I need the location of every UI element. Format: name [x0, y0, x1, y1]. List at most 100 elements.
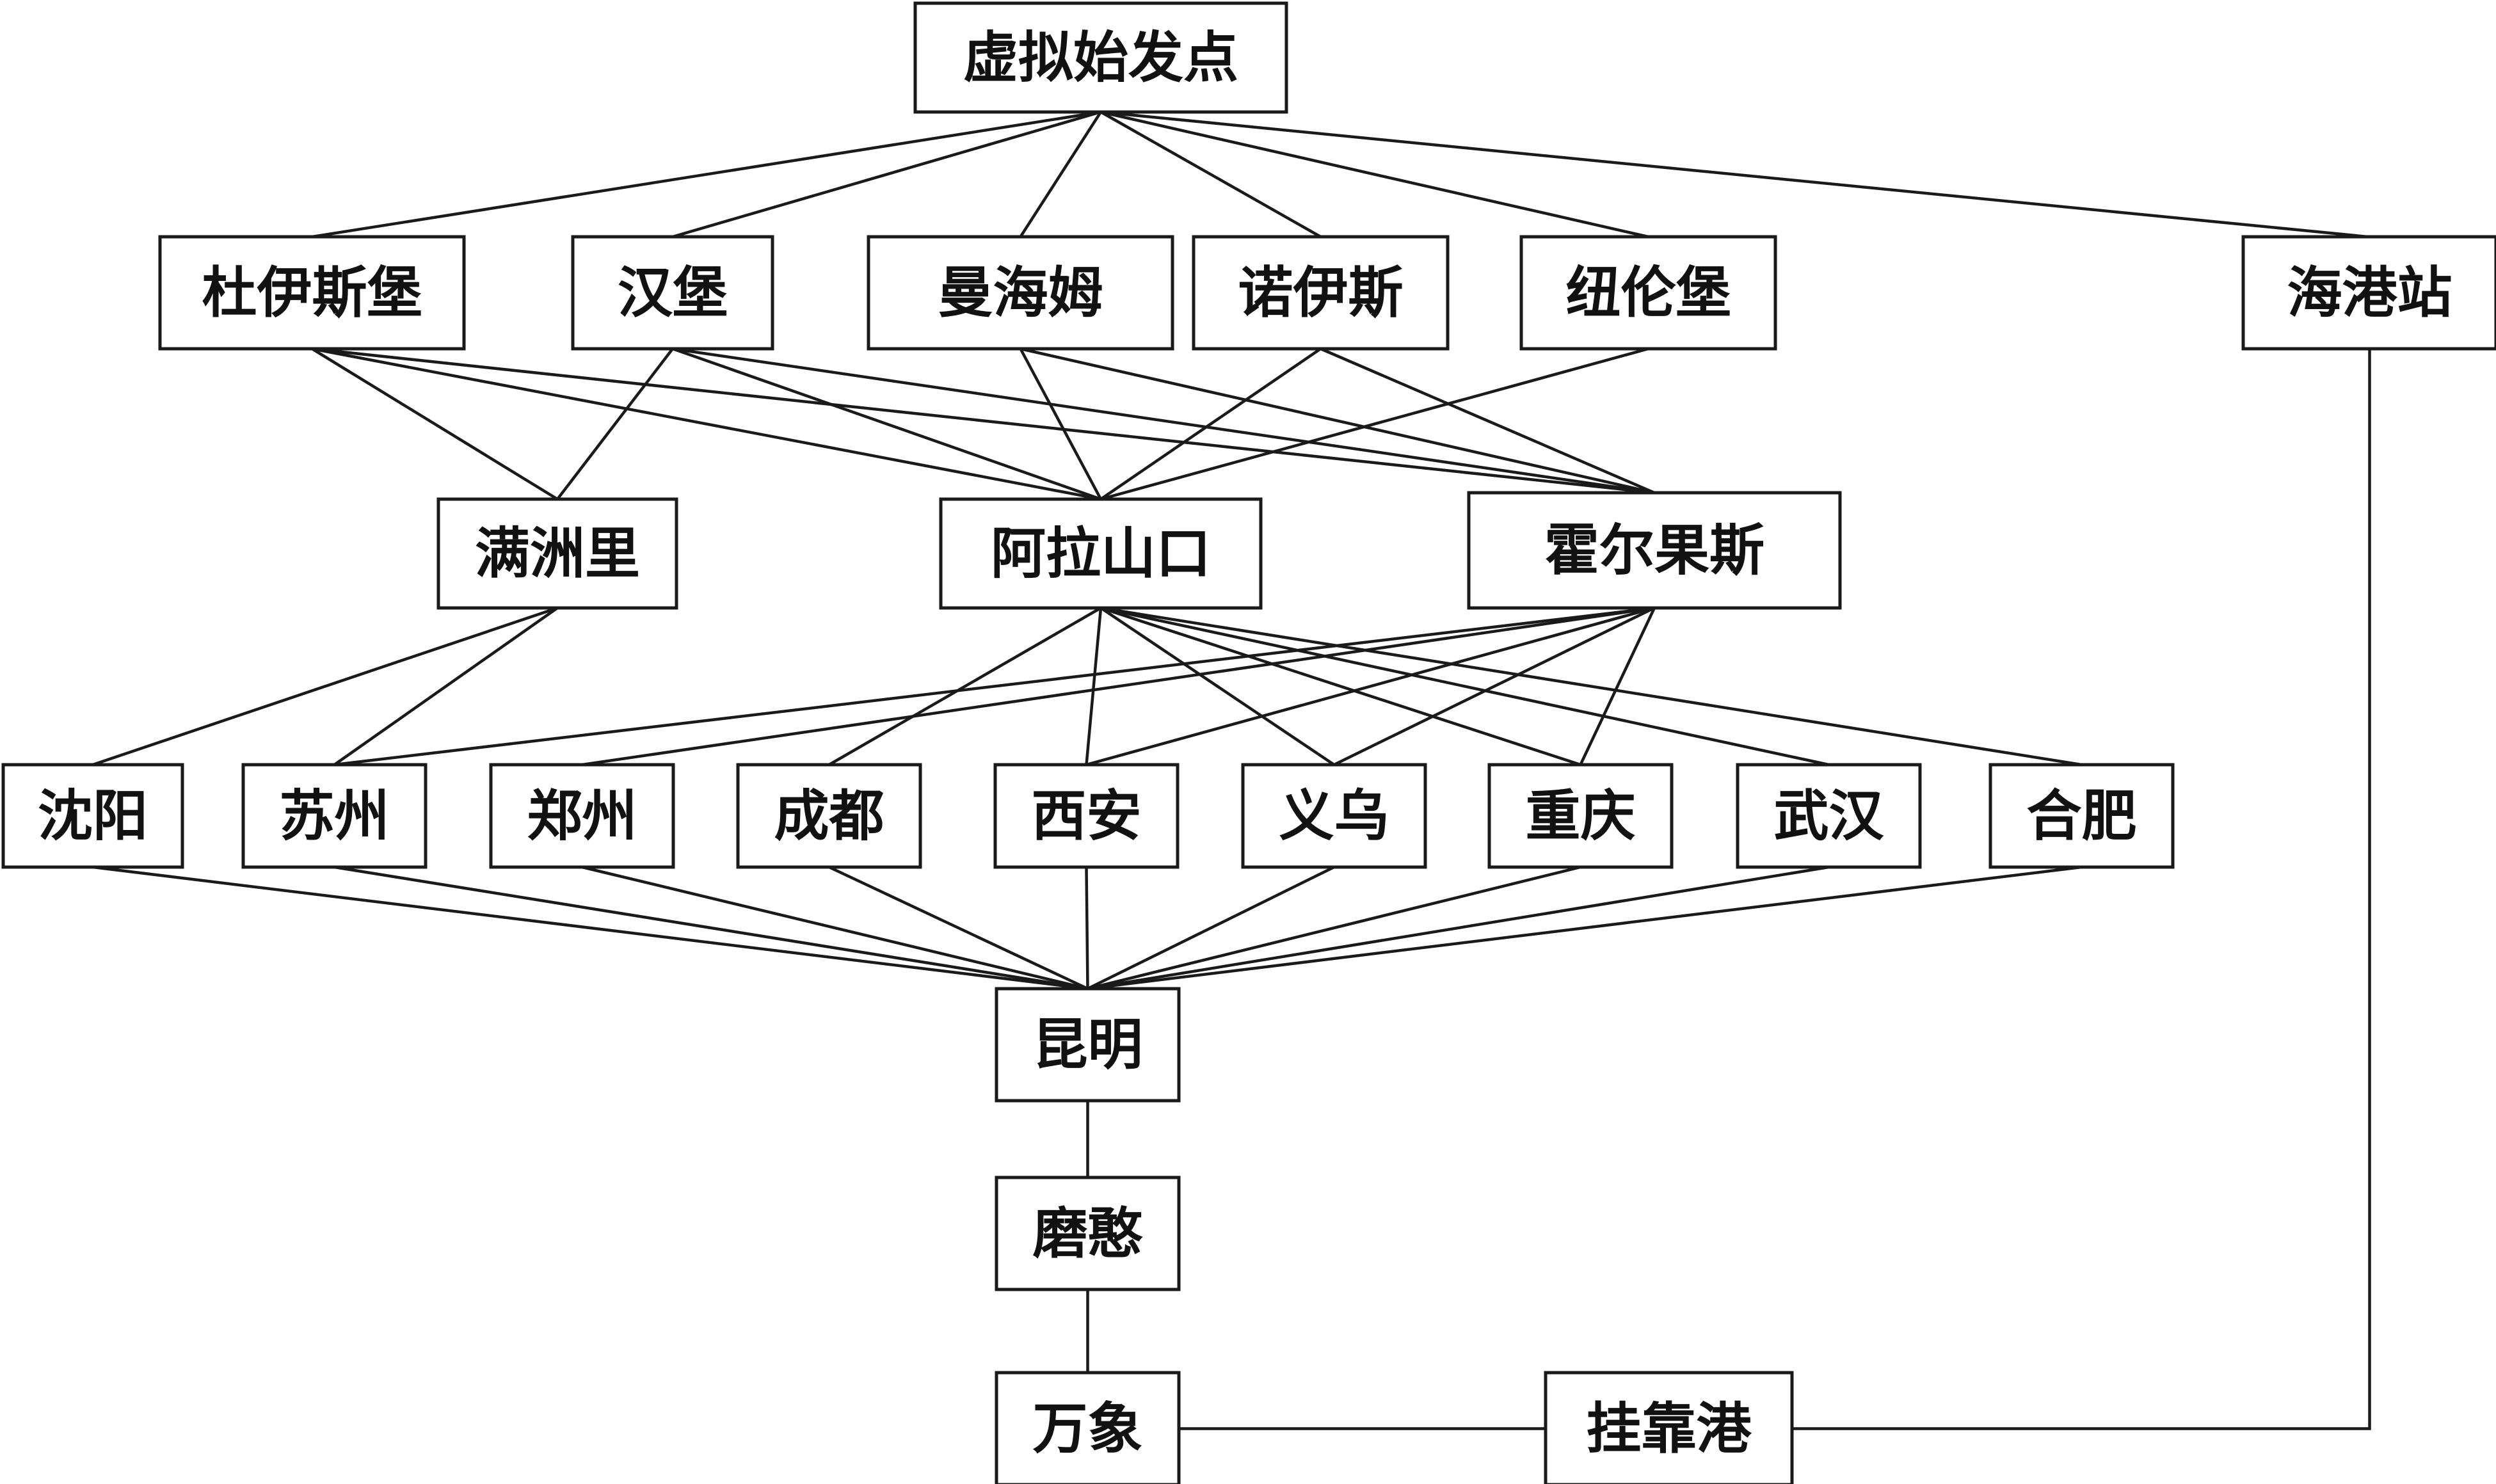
edge-khorgos-chongqing — [1579, 607, 1656, 765]
node-label-khorgos: 霍尔果斯 — [1544, 518, 1764, 583]
edge-chengdu-kunming — [828, 865, 1089, 991]
node-chengdu: 成都 — [736, 763, 922, 869]
node-box-khorgos — [1467, 491, 1842, 610]
node-label-chengdu: 成都 — [774, 784, 884, 849]
node-label-kunming: 昆明 — [1033, 1012, 1143, 1077]
node-shenyang: 沈阳 — [1, 763, 184, 869]
edge-shenyang-kunming — [92, 865, 1088, 991]
node-label-shenyang: 沈阳 — [38, 784, 148, 849]
edge-nuremberg-alashankou — [1100, 347, 1649, 501]
node-label-mohan: 磨憨 — [1033, 1201, 1144, 1266]
node-suzhou: 苏州 — [241, 763, 428, 869]
node-box-xian — [993, 763, 1180, 869]
node-label-vientiane: 万象 — [1033, 1396, 1143, 1461]
node-box-neuss — [1192, 235, 1450, 351]
node-box-call_port — [1544, 1371, 1794, 1484]
node-virtual_origin: 虚拟始发点 — [913, 1, 1288, 114]
node-label-zhengzhou: 郑州 — [527, 784, 637, 849]
node-hefei: 合肥 — [1988, 763, 2175, 869]
edge-alashankou-wuhan — [1100, 606, 1829, 767]
node-mohan: 磨憨 — [995, 1176, 1181, 1291]
edge-virtual_origin-mannheim — [1019, 111, 1102, 238]
edge-virtual_origin-neuss — [1100, 111, 1322, 238]
node-label-manzhouli: 满洲里 — [475, 522, 640, 586]
edge-hamburg-manzhouli — [556, 347, 674, 500]
node-box-manzhouli — [436, 497, 678, 610]
node-wuhan: 武汉 — [1736, 763, 1922, 869]
edge-duisburg-manzhouli — [311, 347, 559, 500]
node-box-mohan — [995, 1176, 1181, 1291]
edge-hamburg-khorgos — [672, 347, 1655, 495]
diagram-edges — [92, 110, 2371, 1430]
node-label-duisburg: 杜伊斯堡 — [202, 260, 422, 325]
node-box-duisburg — [158, 235, 466, 351]
node-alashankou: 阿拉山口 — [939, 497, 1263, 610]
edge-alashankou-yiwu — [1100, 607, 1335, 766]
node-box-port_station — [2241, 235, 2496, 351]
edge-virtual_origin-port_station — [1100, 110, 2369, 239]
node-box-alashankou — [939, 497, 1263, 610]
node-label-call_port: 挂靠港 — [1587, 1396, 1752, 1461]
node-box-mannheim — [867, 235, 1174, 351]
node-box-yiwu — [1241, 763, 1427, 869]
node-label-wuhan: 武汉 — [1774, 784, 1885, 849]
edge-alashankou-chengdu — [828, 607, 1102, 766]
node-yiwu: 义乌 — [1241, 763, 1427, 869]
node-label-suzhou: 苏州 — [280, 784, 390, 849]
edge-khorgos-zhengzhou — [582, 606, 1655, 767]
node-label-port_station: 海港站 — [2287, 260, 2452, 325]
node-vientiane: 万象 — [995, 1371, 1181, 1484]
edge-yiwu-kunming — [1087, 865, 1335, 991]
node-box-chengdu — [736, 763, 922, 869]
edge-virtual_origin-duisburg — [312, 110, 1101, 239]
node-box-vientiane — [995, 1371, 1181, 1484]
edge-hamburg-alashankou — [672, 347, 1101, 501]
node-box-hefei — [1988, 763, 2175, 869]
node-box-chongqing — [1487, 763, 1674, 869]
edge-suzhou-kunming — [334, 865, 1088, 991]
edge-virtual_origin-nuremberg — [1100, 110, 1649, 239]
edge-hefei-kunming — [1087, 865, 2082, 991]
node-box-zhengzhou — [489, 763, 675, 869]
node-label-hefei: 合肥 — [2027, 784, 2137, 849]
node-label-alashankou: 阿拉山口 — [991, 522, 1211, 586]
node-chongqing: 重庆 — [1487, 763, 1674, 869]
node-label-nuremberg: 纽伦堡 — [1566, 260, 1731, 325]
edge-mannheim-alashankou — [1019, 347, 1102, 500]
node-label-mannheim: 曼海姆 — [938, 260, 1103, 325]
node-duisburg: 杜伊斯堡 — [158, 235, 466, 351]
node-mannheim: 曼海姆 — [867, 235, 1174, 351]
node-port_station: 海港站 — [2241, 235, 2496, 351]
edge-wuhan-kunming — [1087, 865, 1829, 991]
edge-call_port-port_station — [1792, 349, 2371, 1430]
edge-alashankou-xian — [1085, 607, 1103, 765]
edge-alashankou-chongqing — [1100, 606, 1581, 767]
edge-zhengzhou-kunming — [581, 865, 1089, 991]
node-kunming: 昆明 — [995, 987, 1181, 1103]
node-manzhouli: 满洲里 — [436, 497, 678, 610]
edge-khorgos-suzhou — [334, 606, 1655, 767]
node-nuremberg: 纽伦堡 — [1519, 235, 1777, 351]
node-hamburg: 汉堡 — [571, 235, 774, 351]
edge-duisburg-khorgos — [312, 347, 1655, 495]
node-xian: 西安 — [993, 763, 1180, 869]
edge-duisburg-alashankou — [312, 347, 1101, 501]
node-label-yiwu: 义乌 — [1279, 784, 1389, 849]
node-box-shenyang — [1, 763, 184, 869]
node-box-nuremberg — [1519, 235, 1777, 351]
node-box-virtual_origin — [913, 1, 1288, 114]
node-box-suzhou — [241, 763, 428, 869]
node-box-wuhan — [1736, 763, 1922, 869]
node-box-kunming — [995, 987, 1181, 1103]
edge-mannheim-khorgos — [1020, 347, 1655, 495]
edge-neuss-khorgos — [1320, 347, 1655, 495]
node-label-xian: 西安 — [1032, 784, 1142, 849]
edge-khorgos-xian — [1085, 606, 1655, 767]
node-label-chongqing: 重庆 — [1526, 784, 1636, 849]
edge-manzhouli-shenyang — [92, 606, 558, 767]
node-zhengzhou: 郑州 — [489, 763, 675, 869]
edge-alashankou-hefei — [1100, 606, 2082, 767]
edge-khorgos-yiwu — [1333, 606, 1655, 767]
